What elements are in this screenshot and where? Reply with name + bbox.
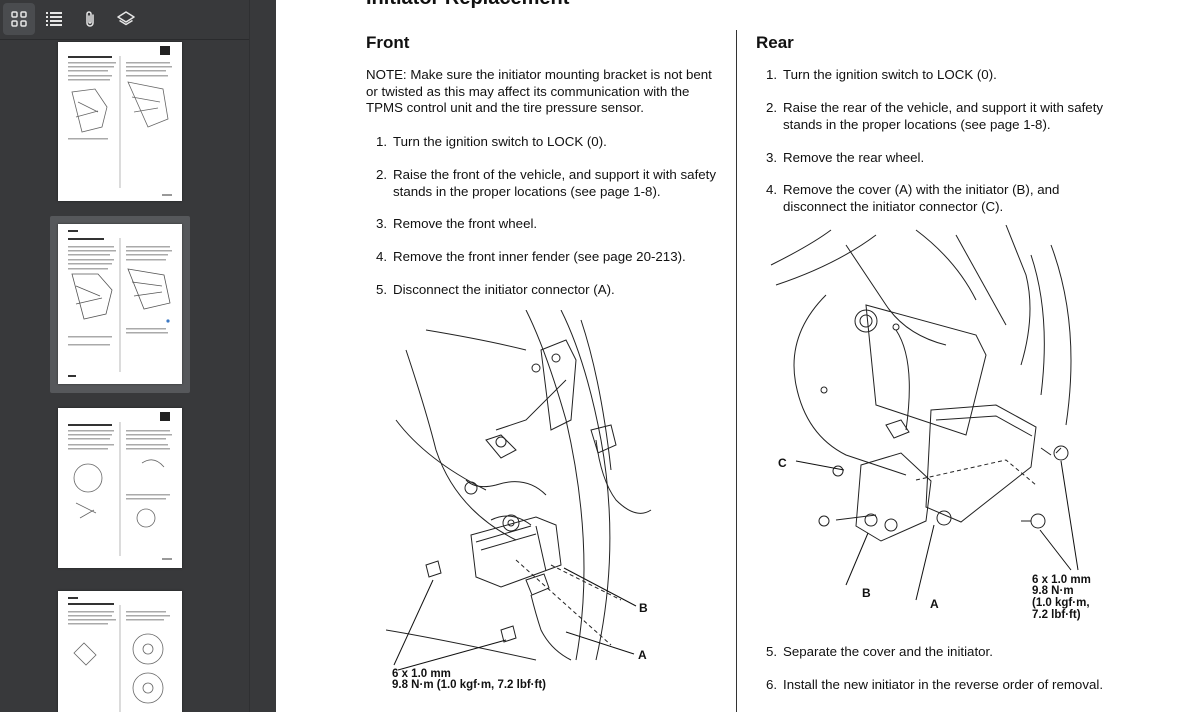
page-thumbnail-image [68,412,172,560]
front-label-a: A [638,648,647,662]
page-thumbnail-image [68,230,172,377]
front-heading: Front [366,33,410,52]
grid-icon [11,11,27,27]
front-spec-torque: 9.8 N·m (1.0 kgf·m, 7.2 lbf·ft) [392,679,546,691]
list-icon [46,12,62,26]
rear-label-c: C [778,456,787,470]
front-label-b: B [639,601,648,615]
paperclip-icon [86,11,94,27]
page-thumbnail[interactable] [58,408,182,568]
page-title: Initiator Replacement [366,0,569,10]
thumbnails-view-button[interactable] [3,3,35,35]
sidebar-toolbar [0,0,249,40]
document-page: Initiator Replacement Front NOTE: Make s… [276,0,1183,712]
page-thumbnail-image [68,46,172,196]
page-thumbnail[interactable] [58,591,182,712]
rear-spec-torque: 9.8 N·m [1032,585,1074,597]
page-thumbnail-current[interactable] [58,224,182,384]
rear-spec-lbf: 7.2 lbf·ft) [1032,609,1081,621]
scroll-gutter [249,0,277,712]
attachments-view-button[interactable] [74,3,106,35]
thumbnail-sidebar [0,0,249,712]
rear-initiator-diagram: C B A 6 x 1.0 mm 9.8 N·m (1.0 kgf·m, 7.2… [770,225,1091,621]
page-thumbnail-image [68,597,170,712]
outline-view-button[interactable] [38,3,70,35]
column-divider [736,30,737,712]
layers-icon [117,11,135,26]
rear-label-b: B [862,586,871,600]
thumbnail-list [0,40,249,712]
rear-spec-kgf: (1.0 kgf·m, [1032,597,1090,609]
front-initiator-diagram: B A 6 x 1.0 mm 9.8 N·m (1.0 kgf·m, 7.2 l… [386,310,652,691]
layers-view-button[interactable] [110,3,142,35]
page-thumbnail[interactable] [58,42,182,201]
front-note: NOTE: Make sure the initiator mounting b… [366,67,712,116]
rear-label-a: A [930,597,939,611]
rear-spec-size: 6 x 1.0 mm [1032,574,1091,586]
rear-heading: Rear [756,33,794,52]
front-spec-size: 6 x 1.0 mm [392,668,451,680]
